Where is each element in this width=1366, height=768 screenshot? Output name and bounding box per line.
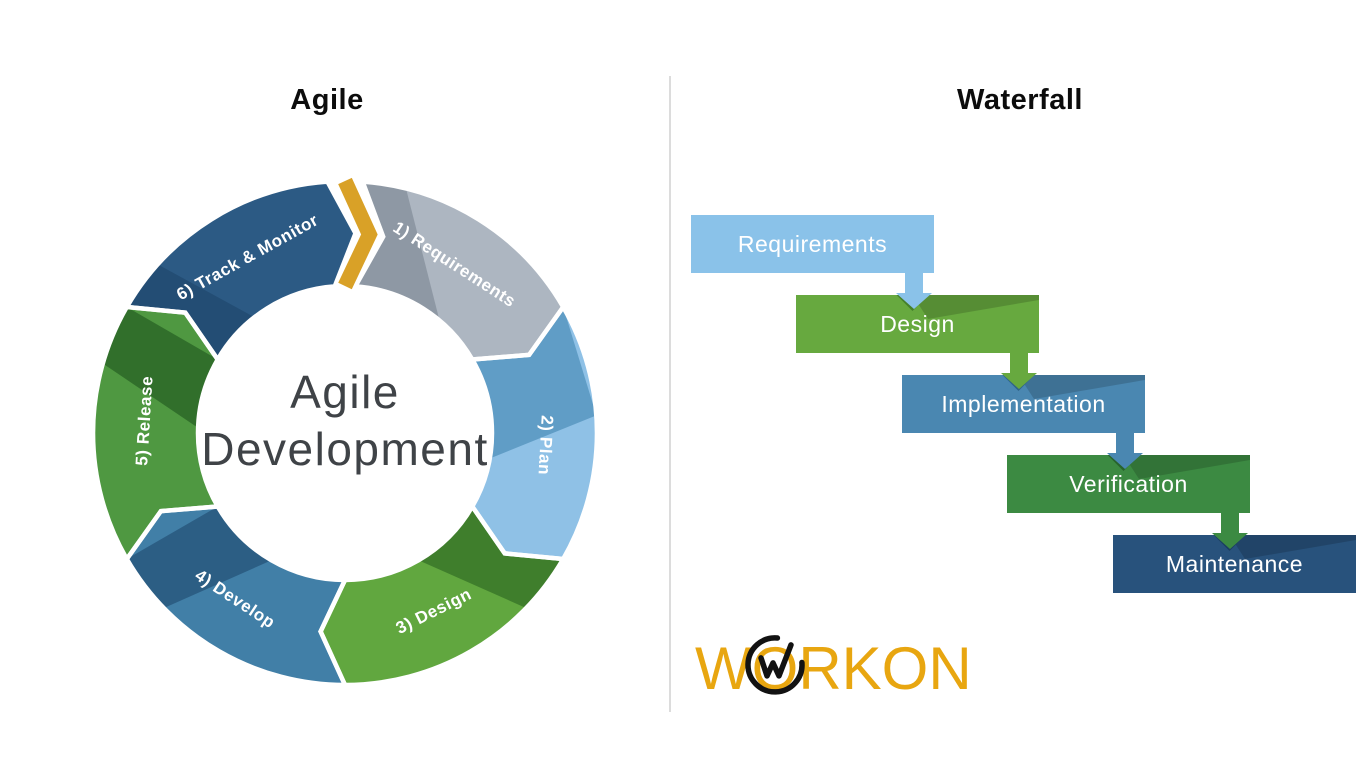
logo-letter-o: O: [745, 634, 805, 704]
segment-6-track-monitor: [126, 181, 356, 360]
label-plan: 2) Plan: [535, 415, 557, 476]
waterfall-step-requirements: Requirements: [691, 215, 934, 273]
waterfall-title: Waterfall: [957, 84, 1083, 116]
agile-title: Agile: [290, 84, 364, 116]
gold-chevron-icon: [338, 177, 378, 290]
fold-shadow-6: [126, 264, 255, 360]
down-arrow-icon: [1107, 431, 1143, 469]
cycle-center-text: Agile Development: [180, 364, 510, 478]
waterfall-step-verification: Verification: [1007, 455, 1250, 513]
waterfall-step-label: Verification: [1069, 471, 1188, 497]
down-arrow-icon: [1001, 351, 1037, 389]
cycle-center-line1: Agile: [290, 366, 400, 418]
waterfall-step-label: Requirements: [737, 231, 888, 257]
down-arrow-icon: [896, 271, 932, 309]
fold-shadow-5: [102, 307, 218, 428]
logo-letters-rest: RKON: [798, 635, 972, 702]
down-arrow-icon: [1212, 511, 1248, 549]
segment-separators: [90, 179, 600, 688]
logo-letter-w: W: [695, 635, 752, 702]
waterfall-step-label: Implementation: [941, 391, 1106, 417]
vertical-divider: [669, 76, 671, 712]
waterfall-step-label: Design: [880, 311, 955, 337]
workon-logo: WO RKON: [695, 634, 972, 704]
waterfall-step-label: Maintenance: [1165, 551, 1304, 577]
waterfall-step-maintenance: Maintenance: [1113, 535, 1356, 593]
agile-cycle-diagram: 1) Requirements 2) Plan 3) Design 4) Dev…: [90, 177, 600, 688]
logo-w-circle-icon: [745, 635, 805, 695]
cycle-center-line2: Development: [201, 423, 489, 475]
